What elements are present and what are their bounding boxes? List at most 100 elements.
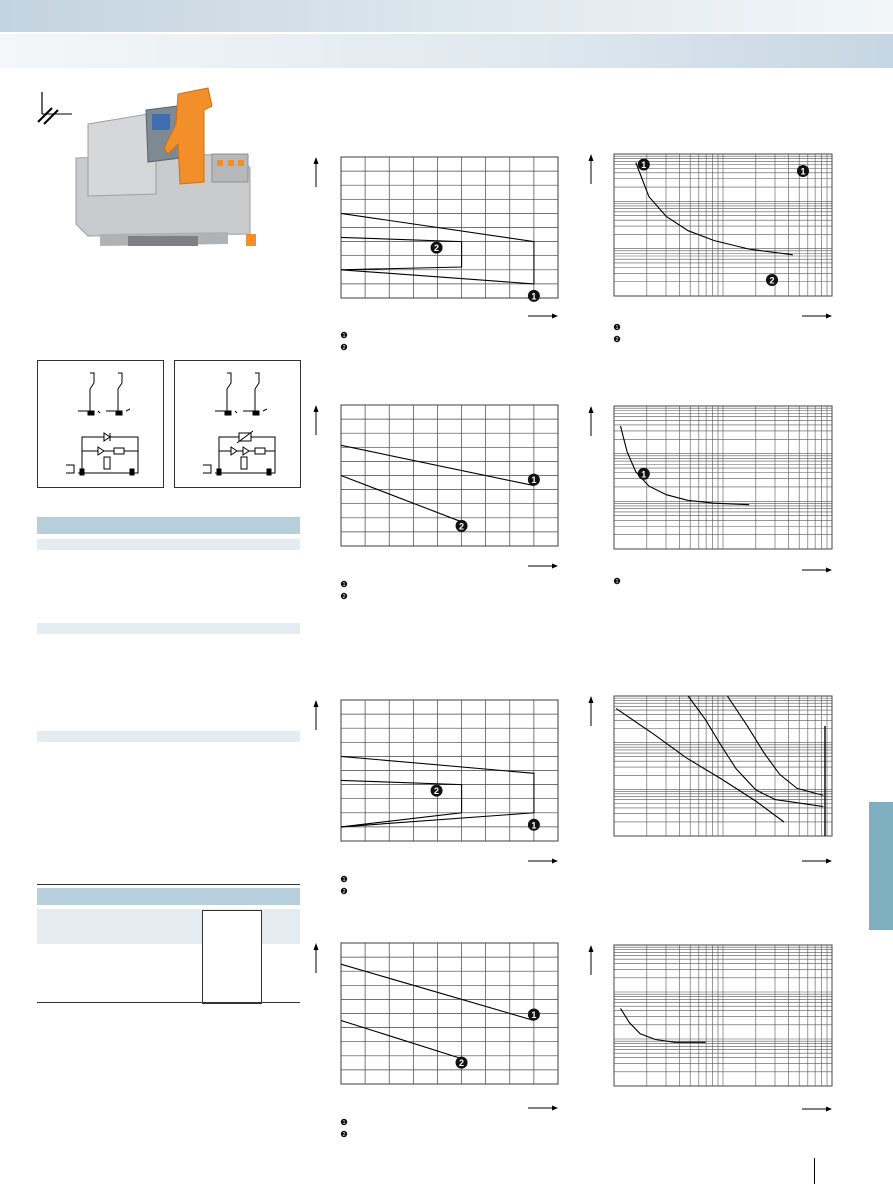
series-marker-label: 2 <box>769 276 774 286</box>
legend-marker-2 <box>340 1130 348 1138</box>
series-curve-1 <box>635 162 793 256</box>
legend-marker-label: 2 <box>343 1132 346 1138</box>
series-marker-label: 1 <box>531 820 536 830</box>
x-axis-arrowhead <box>552 858 558 864</box>
ordering-table-bottom-rule <box>37 1002 300 1003</box>
legend-marker-1 <box>340 580 348 588</box>
chart-6-svg <box>588 695 833 864</box>
legend-marker-1 <box>613 323 621 331</box>
ordering-table-header <box>37 888 300 905</box>
series-marker-label: 2 <box>434 786 439 796</box>
chart-3: 1 2 1 2 <box>310 400 570 610</box>
series-line-1 <box>340 963 535 1022</box>
chart-6 <box>585 690 845 870</box>
legend-marker-2 <box>340 592 348 600</box>
series-marker-1 <box>527 1008 540 1021</box>
series-line-2 <box>340 779 463 828</box>
series-marker-2 <box>430 241 443 254</box>
series-marker-2 <box>430 784 443 797</box>
series-line-1 <box>340 212 535 285</box>
series-marker-1 <box>527 473 540 486</box>
series-marker-1 <box>797 165 809 177</box>
series-line-2 <box>340 474 462 523</box>
y-axis-arrowhead <box>313 405 319 412</box>
series-line-1 <box>340 755 535 828</box>
relay-circuit-diagram-led-diode <box>66 372 139 476</box>
series-line-1 <box>340 444 535 487</box>
chart-3-svg: 1 2 1 2 <box>313 404 559 600</box>
series-marker-2 <box>455 1056 468 1069</box>
series-marker-1 <box>637 158 650 171</box>
relay-module-photo <box>37 87 256 246</box>
y-axis-arrowhead <box>588 696 594 703</box>
chart-4-svg: 11 <box>588 405 833 585</box>
legend-marker-label: 2 <box>343 594 346 600</box>
chart-2: 1 1 2 1 2 <box>585 150 845 350</box>
series-marker-1 <box>527 818 540 831</box>
legend-marker-label: 1 <box>343 333 346 339</box>
x-axis-arrowhead <box>552 563 558 569</box>
legend-marker-2 <box>613 335 621 343</box>
series-marker-label: 2 <box>459 521 464 531</box>
series-line-2 <box>340 1019 462 1060</box>
legend-marker-1 <box>340 331 348 339</box>
subheader-band <box>0 34 893 68</box>
y-axis-arrowhead <box>313 157 319 164</box>
header-band <box>0 0 893 32</box>
chart-1-svg: 1 2 1 2 <box>313 156 559 351</box>
y-axis-arrowhead <box>313 700 319 707</box>
din-rail-mount-symbol <box>37 92 72 125</box>
series-marker-label: 1 <box>800 167 805 177</box>
series-marker-label: 2 <box>434 243 439 253</box>
y-axis-arrowhead <box>588 406 594 413</box>
series-marker-label: 1 <box>531 1010 536 1020</box>
series-marker-1 <box>527 289 540 302</box>
chart-8 <box>585 938 845 1118</box>
series-marker-1 <box>637 467 650 480</box>
legend-marker-label: 1 <box>616 579 619 585</box>
x-axis-arrowhead <box>552 1105 558 1111</box>
series-curve-1 <box>620 1008 706 1043</box>
circuit-diagram-1 <box>37 360 164 488</box>
legend-marker-label: 1 <box>343 582 346 588</box>
series-curve-1 <box>619 425 750 506</box>
legend-marker-label: 2 <box>616 337 619 343</box>
legend-marker-label: 2 <box>343 345 346 351</box>
y-axis-arrowhead <box>313 943 319 950</box>
chart-8-svg <box>588 944 833 1112</box>
series-marker-label: 1 <box>641 160 646 170</box>
ordering-table-highlight-column <box>202 910 262 1004</box>
series-marker-label: 1 <box>641 469 646 479</box>
ordering-table-top-rule <box>37 884 300 885</box>
legend-marker-1 <box>340 1118 348 1126</box>
x-axis-arrowhead <box>826 858 832 864</box>
spec-section-bar <box>37 731 300 742</box>
x-axis-arrowhead <box>552 313 558 319</box>
y-axis-arrowhead <box>588 945 594 952</box>
series-line-2 <box>340 236 463 271</box>
series-marker-2 <box>455 519 468 532</box>
section-tab[interactable] <box>869 802 893 930</box>
series-curve-1 <box>615 708 785 823</box>
x-axis-arrowhead <box>826 313 832 319</box>
series-marker-label: 2 <box>459 1058 464 1068</box>
relay-circuit-diagram-led-diode-varistor <box>203 372 276 476</box>
legend-marker-2 <box>340 887 348 895</box>
series-marker-label: 1 <box>531 475 536 485</box>
series-curve-2 <box>687 695 824 808</box>
legend-marker-1 <box>340 875 348 883</box>
chart-1: 1 2 1 2 <box>310 150 570 360</box>
series-marker-2 <box>766 274 778 286</box>
legend-marker-2 <box>340 343 348 351</box>
legend-marker-label: 1 <box>343 877 346 883</box>
series-marker-label: 1 <box>531 291 536 301</box>
spec-section-bar <box>37 539 300 550</box>
circuit-diagram-2 <box>174 360 301 488</box>
legend-marker-label: 1 <box>616 325 619 331</box>
chart-2-svg: 1 1 2 1 2 <box>588 153 833 343</box>
